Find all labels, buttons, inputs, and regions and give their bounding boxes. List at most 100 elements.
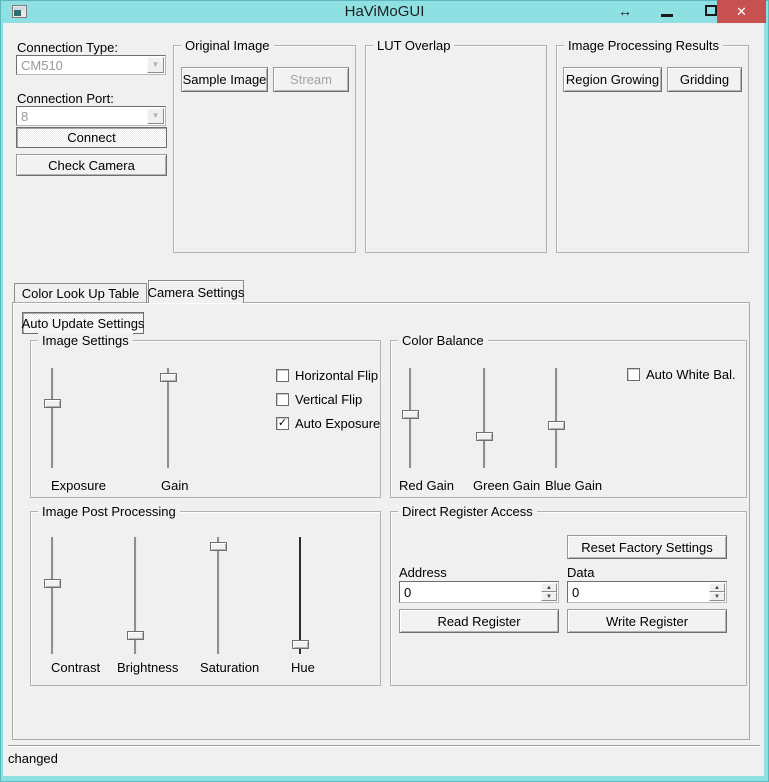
lut-overlap-group-title: LUT Overlap bbox=[373, 38, 455, 53]
saturation-slider[interactable] bbox=[210, 537, 227, 654]
auto-exposure-label: Auto Exposure bbox=[295, 416, 381, 431]
color-balance-group-title: Color Balance bbox=[398, 333, 488, 348]
slider-track bbox=[167, 368, 169, 468]
hue-slider[interactable] bbox=[292, 537, 309, 654]
tab-camera-settings[interactable]: Camera Settings bbox=[148, 280, 244, 303]
chevron-down-icon: ▼ bbox=[151, 111, 160, 120]
slider-thumb[interactable] bbox=[160, 373, 177, 382]
connection-port-select[interactable]: 8 ▼ bbox=[16, 106, 166, 126]
color-balance-group: Color Balance bbox=[390, 333, 747, 498]
slider-thumb[interactable] bbox=[44, 399, 61, 408]
checkbox-icon bbox=[276, 369, 289, 382]
register-access-group-title: Direct Register Access bbox=[398, 504, 537, 519]
write-register-button[interactable]: Write Register bbox=[567, 609, 727, 633]
brightness-label: Brightness bbox=[117, 660, 179, 675]
address-value[interactable]: 0 bbox=[404, 585, 412, 600]
image-settings-group: Image Settings bbox=[30, 333, 381, 498]
auto-white-balance-label: Auto White Bal. bbox=[646, 367, 736, 382]
auto-exposure-checkbox[interactable]: ✓ Auto Exposure bbox=[276, 416, 380, 431]
arrow-up-icon: ▲ bbox=[546, 584, 552, 591]
read-register-button[interactable]: Read Register bbox=[399, 609, 559, 633]
connection-type-select[interactable]: CM510 ▼ bbox=[16, 55, 166, 75]
maximize-button[interactable] bbox=[694, 0, 728, 23]
exposure-label: Exposure bbox=[51, 478, 106, 493]
address-label: Address bbox=[399, 565, 447, 580]
horizontal-flip-checkbox[interactable]: Horizontal Flip bbox=[276, 368, 378, 383]
region-growing-button[interactable]: Region Growing bbox=[563, 67, 662, 92]
client-area: Connection Type: CM510 ▼ Connection Port… bbox=[3, 23, 764, 776]
red-gain-slider[interactable] bbox=[402, 368, 419, 468]
saturation-label: Saturation bbox=[200, 660, 260, 675]
hue-label: Hue bbox=[291, 660, 315, 675]
checkbox-icon: ✓ bbox=[276, 417, 289, 430]
stream-button[interactable]: Stream bbox=[273, 67, 349, 92]
lut-overlap-group: LUT Overlap bbox=[365, 38, 547, 253]
post-processing-group-title: Image Post Processing bbox=[38, 504, 180, 519]
data-spinbox[interactable]: 0 ▲ ▼ bbox=[567, 581, 727, 603]
brightness-slider[interactable] bbox=[127, 537, 144, 654]
checkbox-icon bbox=[627, 368, 640, 381]
status-separator bbox=[8, 745, 760, 747]
app-icon[interactable] bbox=[12, 5, 27, 18]
slider-thumb[interactable] bbox=[548, 421, 565, 430]
post-processing-group: Image Post Processing bbox=[30, 504, 381, 686]
slider-track bbox=[483, 368, 485, 468]
arrow-down-icon: ▼ bbox=[714, 593, 720, 600]
slider-thumb[interactable] bbox=[210, 542, 227, 551]
gain-slider[interactable] bbox=[160, 368, 177, 468]
close-button[interactable]: ✕ bbox=[717, 0, 766, 23]
connection-type-dropdown-button[interactable]: ▼ bbox=[147, 57, 164, 73]
contrast-label: Contrast bbox=[51, 660, 101, 675]
data-value[interactable]: 0 bbox=[572, 585, 580, 600]
vertical-flip-label: Vertical Flip bbox=[295, 392, 363, 407]
auto-update-settings-button[interactable]: Auto Update Settings bbox=[22, 312, 144, 334]
spin-down-button[interactable]: ▼ bbox=[709, 592, 725, 601]
connect-button[interactable]: Connect bbox=[16, 127, 167, 148]
connection-type-label: Connection Type: bbox=[17, 40, 118, 55]
slider-track bbox=[134, 537, 136, 654]
gridding-button[interactable]: Gridding bbox=[667, 67, 742, 92]
spin-up-button[interactable]: ▲ bbox=[709, 583, 725, 592]
reset-factory-settings-button[interactable]: Reset Factory Settings bbox=[567, 535, 727, 559]
connection-port-value: 8 bbox=[21, 109, 29, 124]
green-gain-slider[interactable] bbox=[476, 368, 493, 468]
slider-thumb[interactable] bbox=[127, 631, 144, 640]
slider-track bbox=[51, 368, 53, 468]
connection-port-label: Connection Port: bbox=[17, 91, 114, 106]
blue-gain-label: Blue Gain bbox=[545, 478, 603, 493]
check-camera-button[interactable]: Check Camera bbox=[16, 154, 167, 176]
slider-track bbox=[51, 537, 53, 654]
slider-track bbox=[555, 368, 557, 468]
maximize-icon bbox=[705, 5, 717, 16]
window-title: HaViMoGUI bbox=[344, 3, 425, 20]
tab-color-look-up-table[interactable]: Color Look Up Table bbox=[14, 283, 147, 303]
status-text: changed bbox=[8, 751, 58, 766]
gain-label: Gain bbox=[161, 478, 189, 493]
slider-thumb[interactable] bbox=[292, 640, 309, 649]
green-gain-label: Green Gain bbox=[473, 478, 541, 493]
arrow-down-icon: ▼ bbox=[546, 593, 552, 600]
minimize-icon bbox=[661, 14, 673, 17]
blue-gain-slider[interactable] bbox=[548, 368, 565, 468]
resize-arrows-icon[interactable]: ↔ bbox=[618, 3, 632, 19]
exposure-slider[interactable] bbox=[44, 368, 61, 468]
minimize-button[interactable] bbox=[650, 0, 684, 23]
red-gain-label: Red Gain bbox=[399, 478, 454, 493]
slider-thumb[interactable] bbox=[402, 410, 419, 419]
original-image-group: Original Image bbox=[173, 38, 356, 253]
spin-up-button[interactable]: ▲ bbox=[541, 583, 557, 592]
horizontal-flip-label: Horizontal Flip bbox=[295, 368, 379, 383]
contrast-slider[interactable] bbox=[44, 537, 61, 654]
sample-image-button[interactable]: Sample Image bbox=[181, 67, 268, 92]
processing-results-group-title: Image Processing Results bbox=[564, 38, 724, 53]
image-settings-group-title: Image Settings bbox=[38, 333, 133, 348]
spin-down-button[interactable]: ▼ bbox=[541, 592, 557, 601]
connection-port-dropdown-button[interactable]: ▼ bbox=[147, 108, 164, 124]
vertical-flip-checkbox[interactable]: Vertical Flip bbox=[276, 392, 362, 407]
data-label: Data bbox=[567, 565, 595, 580]
address-spinbox[interactable]: 0 ▲ ▼ bbox=[399, 581, 559, 603]
slider-thumb[interactable] bbox=[476, 432, 493, 441]
auto-white-balance-checkbox[interactable]: Auto White Bal. bbox=[627, 367, 736, 382]
slider-thumb[interactable] bbox=[44, 579, 61, 588]
